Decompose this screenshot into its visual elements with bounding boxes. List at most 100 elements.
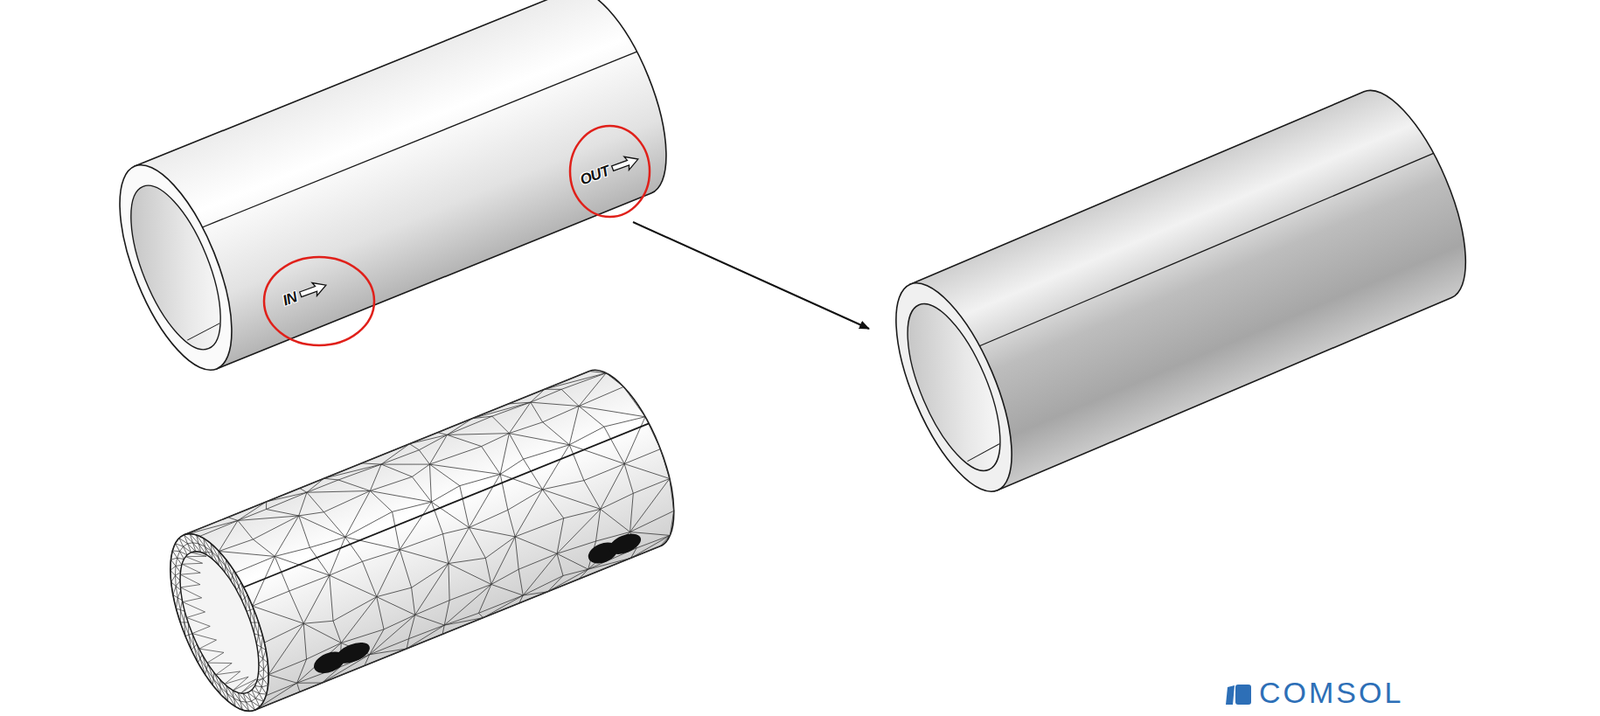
- mesh-edge: [215, 666, 241, 682]
- mesh-edge: [617, 478, 683, 532]
- mesh-edge: [263, 678, 269, 687]
- mesh-edge: [166, 559, 175, 571]
- mesh-edge: [266, 486, 307, 508]
- mesh-edge: [255, 695, 264, 704]
- bore-mesh: [163, 545, 265, 703]
- mesh-edge: [523, 441, 571, 464]
- mesh-edge: [180, 580, 200, 592]
- mesh-edge: [505, 489, 545, 510]
- mesh-edge: [661, 478, 682, 511]
- mesh-edge: [544, 371, 590, 390]
- mesh-edge: [578, 386, 625, 406]
- embossed-label: IN: [280, 289, 300, 308]
- mesh-edge: [257, 687, 264, 694]
- mesh-edge: [181, 558, 201, 578]
- mesh-edge: [369, 471, 432, 522]
- mesh-edge: [178, 535, 185, 539]
- mesh-edge: [222, 671, 243, 685]
- mesh-edge: [299, 682, 323, 692]
- mesh-edge: [181, 556, 202, 571]
- mesh-edge: [437, 534, 454, 564]
- mesh-edge: [170, 558, 176, 567]
- mesh-edge: [514, 517, 564, 538]
- mesh-edge: [289, 591, 305, 625]
- mesh-edge: [468, 509, 509, 528]
- mesh-edge: [584, 464, 626, 481]
- mesh-edge: [175, 564, 181, 573]
- mesh-edge: [361, 614, 423, 654]
- mesh-edge: [198, 640, 217, 649]
- mesh-edge: [186, 549, 208, 564]
- direction-arrow: [610, 153, 641, 176]
- mesh-edge: [402, 563, 462, 616]
- mesh-edge: [199, 640, 224, 661]
- mesh-edge: [323, 507, 345, 542]
- mesh-edge: [443, 523, 470, 538]
- mesh-edge: [448, 549, 486, 572]
- mesh-edge: [250, 698, 257, 702]
- mesh-edge: [192, 626, 210, 634]
- mesh-edge: [508, 414, 570, 465]
- mesh-edge: [299, 506, 325, 522]
- mesh-edge: [636, 535, 670, 550]
- mesh-edge: [604, 410, 646, 433]
- mesh-edge: [258, 646, 266, 659]
- mesh-edge: [514, 524, 557, 566]
- mesh-edge: [502, 489, 556, 537]
- mesh-edge: [306, 489, 324, 516]
- mesh-edge: [578, 384, 646, 439]
- mesh-edge: [542, 473, 584, 497]
- mesh-edge: [180, 567, 201, 581]
- mesh-edge: [250, 515, 300, 540]
- mesh-edge: [430, 486, 462, 503]
- mesh-edge: [186, 610, 205, 620]
- mesh-edge: [259, 659, 267, 670]
- mesh-lines: [184, 357, 695, 710]
- mesh-edge: [303, 612, 334, 632]
- mesh-edge: [170, 569, 176, 577]
- mesh-edge: [369, 639, 410, 655]
- mesh-edge: [174, 574, 181, 582]
- mesh-edge: [185, 634, 189, 637]
- mesh-edge: [263, 623, 306, 643]
- mesh-edge: [492, 412, 510, 438]
- highlight-circle: OUT: [568, 124, 652, 219]
- highlight-circle: IN: [262, 255, 376, 348]
- mesh-edge: [265, 492, 307, 509]
- mesh-edge: [174, 541, 183, 550]
- mesh-edge: [323, 456, 382, 487]
- mesh-edge: [369, 640, 407, 663]
- mesh-edge: [376, 583, 412, 601]
- mesh-edge: [218, 537, 253, 553]
- mesh-edge: [242, 693, 247, 703]
- logo-mark: [1225, 685, 1235, 705]
- mesh-edge: [478, 536, 529, 585]
- circle-outline: [262, 255, 376, 348]
- mesh-edge: [330, 597, 389, 644]
- mesh-edge: [409, 624, 446, 640]
- mesh-edge: [570, 373, 614, 407]
- mesh-edge: [180, 620, 184, 624]
- mesh-edge: [175, 610, 185, 623]
- mesh-edge: [183, 546, 188, 556]
- mesh-edge: [504, 509, 518, 537]
- mesh-edge: [657, 535, 673, 546]
- bore-edge: [186, 323, 222, 341]
- mesh-edge: [438, 418, 474, 433]
- mesh-edge: [228, 514, 238, 524]
- mesh-edge: [265, 682, 298, 696]
- mesh-edge: [516, 595, 526, 604]
- mesh-edge: [263, 685, 272, 695]
- mesh-edge: [203, 536, 213, 552]
- mesh-edge: [578, 400, 605, 433]
- mesh-edge: [542, 416, 571, 452]
- mesh-edge: [542, 406, 580, 423]
- mesh-edge: [545, 569, 591, 592]
- mesh-edge: [191, 547, 207, 561]
- mesh-edge: [429, 444, 481, 467]
- mesh-edge: [415, 605, 446, 634]
- mesh-edge: [238, 678, 265, 694]
- mesh-edge: [186, 611, 210, 634]
- mesh-edge: [381, 447, 430, 481]
